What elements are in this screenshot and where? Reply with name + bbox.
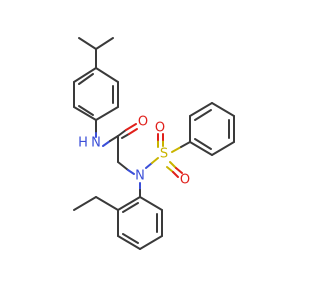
atom-labels: N H O N S O O [78,115,190,188]
molecule-structure-diagram: N H O N S O O [73,37,235,250]
aryl-ring-right [189,102,235,156]
sulfonyl-o-top-label: O [155,121,165,136]
sulfonamide-n-label: N [135,169,145,184]
ethyl-group [73,196,119,211]
aryl-ring-bottom [117,196,163,250]
carbonyl-o-label: O [138,115,148,130]
isopropyl-group [78,37,114,69]
amide-h-label: H [78,136,88,151]
amide-linkage [95,119,138,175]
sulfonyl-group [145,133,191,178]
sulfur-label: S [160,147,168,162]
amide-n-label: N [91,136,101,151]
aryl-ring-top [73,67,119,121]
sulfonyl-o-bottom-label: O [180,173,190,188]
